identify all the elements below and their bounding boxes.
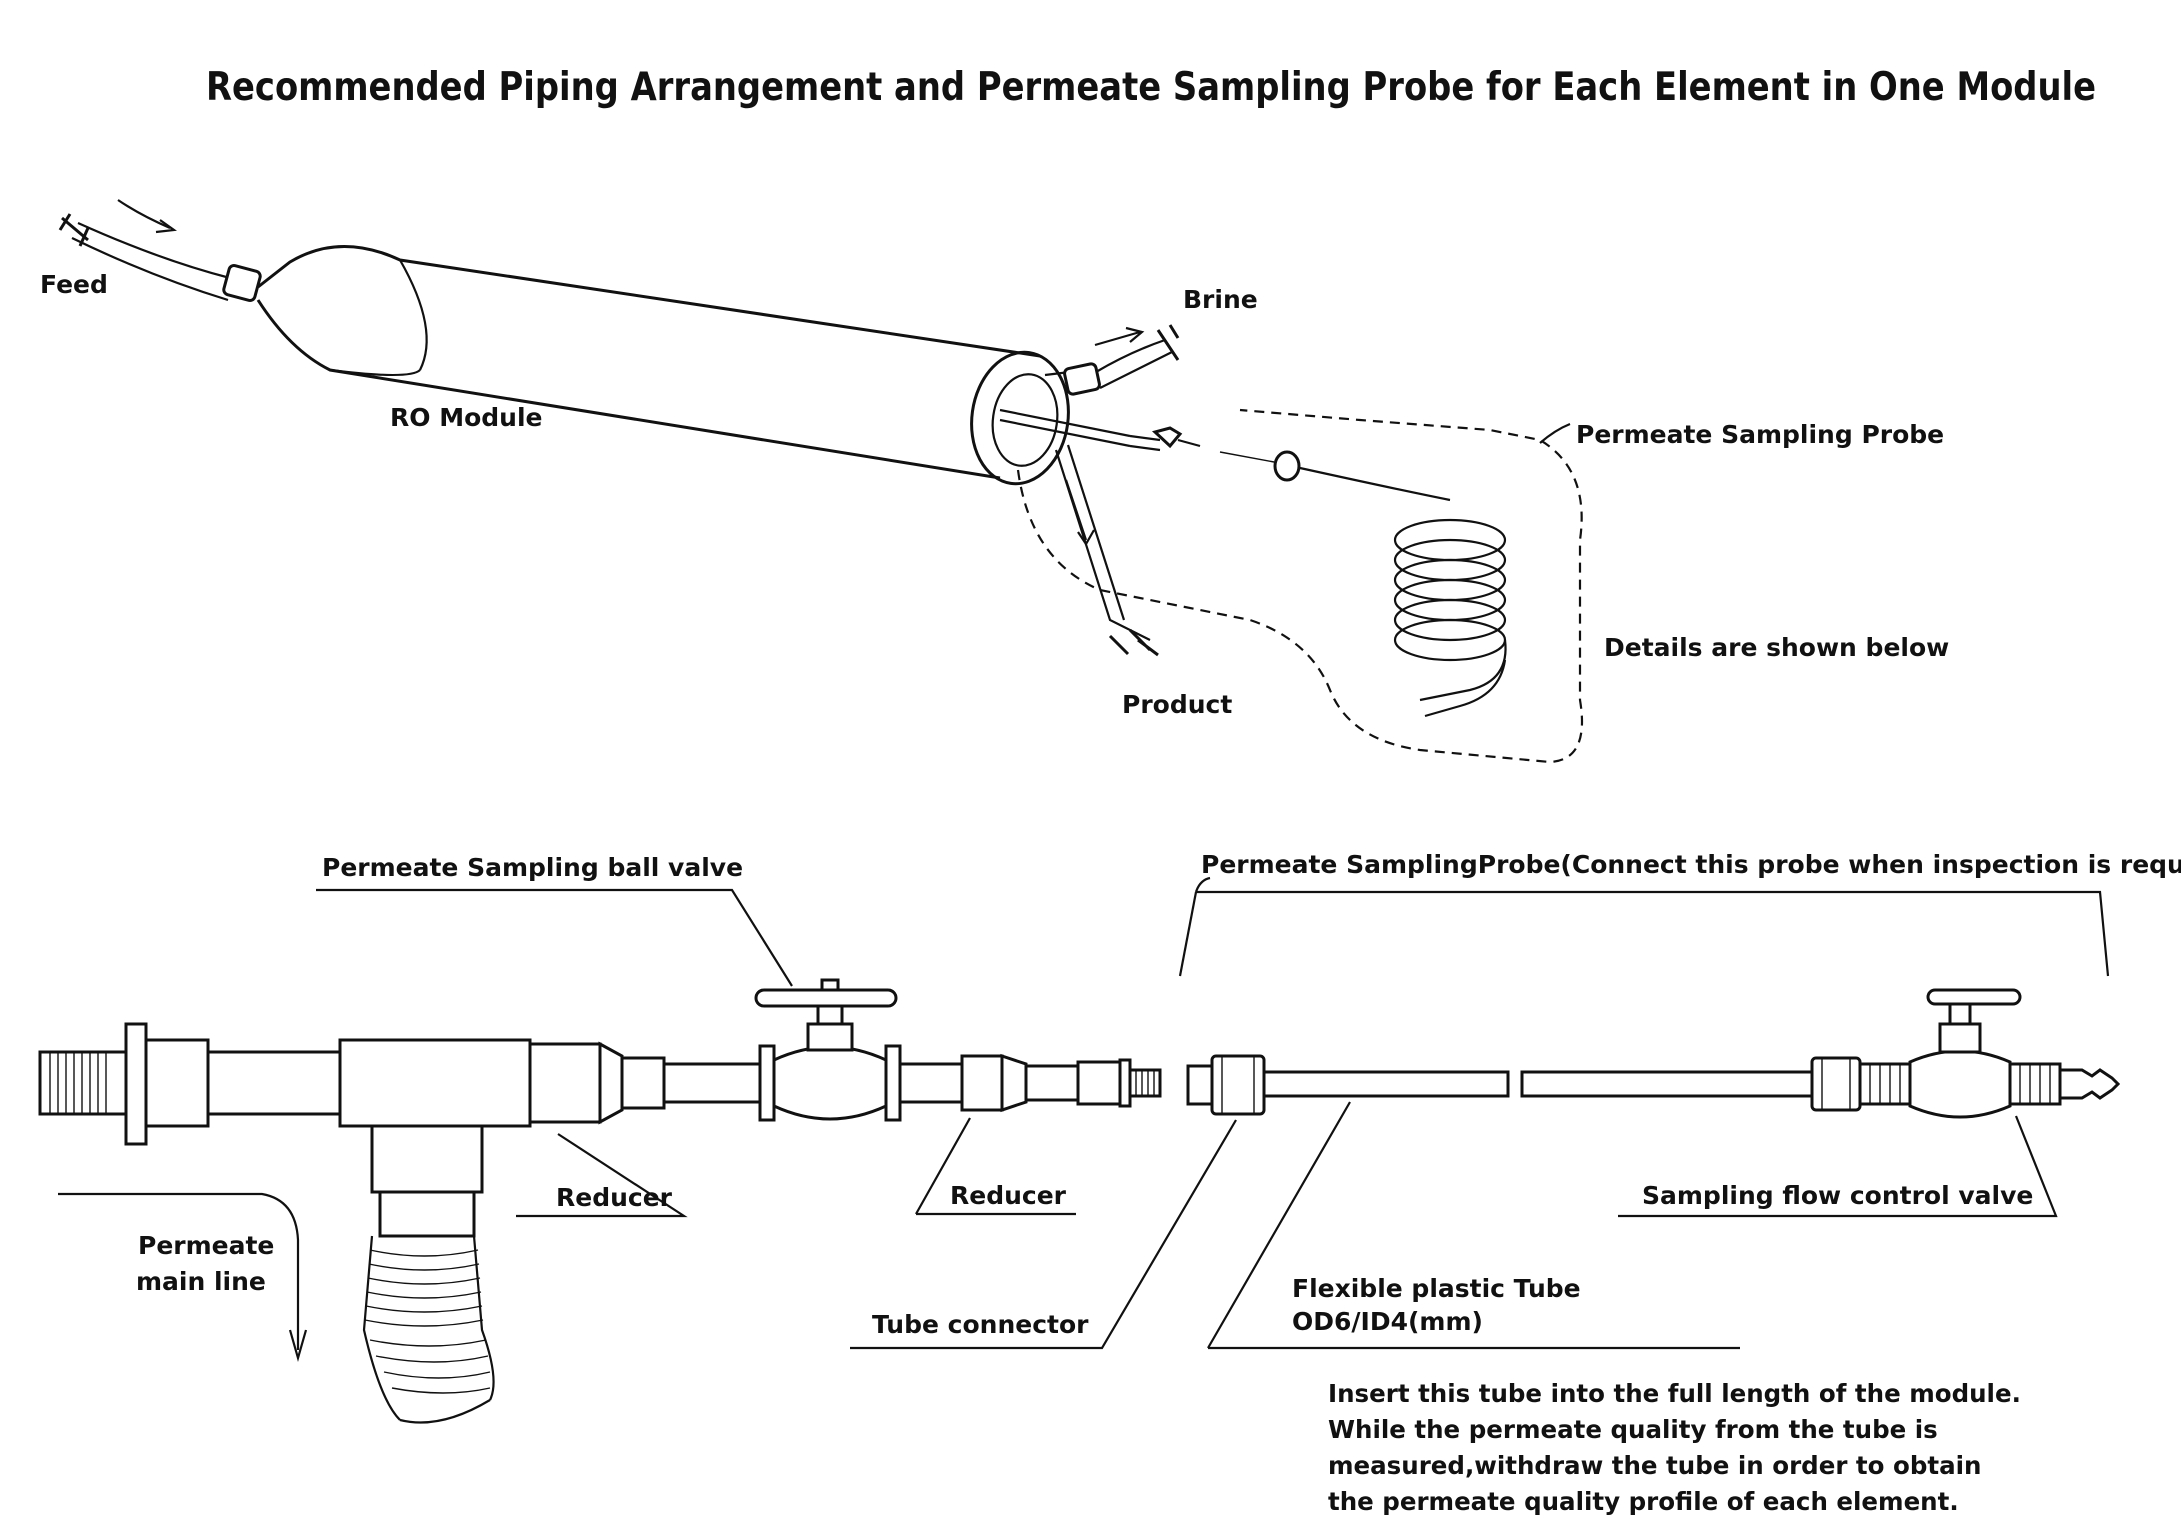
permeate-probe-line [999, 408, 1451, 502]
brine-line [1044, 324, 1180, 396]
detail-callout-outline [1016, 408, 1584, 764]
feed-hose [58, 213, 262, 303]
ro-pressure-vessel [256, 245, 1070, 486]
product-label: Product [1122, 690, 1232, 719]
feed-label: Feed [40, 270, 108, 299]
flexible-tube [1262, 1070, 1510, 1098]
reducer-2 [960, 1054, 1004, 1112]
coiled-sampling-tube [1393, 518, 1507, 718]
leader-lines [58, 876, 2110, 1363]
brine-label: Brine [1183, 285, 1258, 314]
tube-connector-label: Tube connector [872, 1310, 1089, 1339]
hose-barb [2058, 1068, 2121, 1100]
tube-connector [1186, 1064, 1214, 1106]
flow-valve-label: Sampling flow control valve [1642, 1181, 2033, 1210]
reducer-1 [528, 1042, 602, 1124]
instruction-text: Insert this tube into the full length of… [1328, 1379, 2021, 1516]
probe-note-label: Permeate SamplingProbe(Connect this prob… [1201, 850, 2181, 879]
flange [124, 1022, 148, 1146]
diagram-title: Recommended Piping Arrangement and Perme… [206, 65, 2096, 110]
ro-module-assembly [58, 199, 1584, 764]
instruction-line: Insert this tube into the full length of… [1328, 1379, 2021, 1408]
instruction-line: While the permeate quality from the tube… [1328, 1415, 1938, 1444]
sampling-port-assembly [38, 978, 1162, 1424]
probe-label: Permeate Sampling Probe [1576, 420, 1944, 449]
details-label: Details are shown below [1604, 633, 1949, 662]
probe-leader [1539, 422, 1571, 444]
threaded-nipple [38, 1050, 128, 1116]
ball-valve [754, 978, 902, 1122]
instruction-line: the permeate quality profile of each ele… [1328, 1487, 1959, 1516]
feed-arrow-head [155, 219, 177, 234]
ball-valve-label: Permeate Sampling ball valve [322, 853, 743, 882]
instruction-line: measured,withdraw the tube in order to o… [1328, 1451, 1981, 1480]
main-line-label-2: main line [136, 1267, 266, 1296]
ro-module-label: RO Module [390, 403, 542, 432]
reducer-label-2: Reducer [950, 1181, 1067, 1210]
flow-control-valve [1908, 988, 2022, 1119]
tube-label-2: OD6/ID4(mm) [1292, 1307, 1483, 1336]
permeate-tee [338, 1038, 532, 1128]
main-line-label-1: Permeate [138, 1231, 274, 1260]
feed-flow-arrow [117, 199, 171, 230]
sampling-probe-assembly [1186, 988, 2121, 1119]
product-line [1054, 444, 1159, 657]
reducer-label-1: Reducer [556, 1183, 673, 1212]
corrugated-hose [362, 1235, 495, 1424]
tube-label-1: Flexible plastic Tube [1292, 1274, 1581, 1303]
